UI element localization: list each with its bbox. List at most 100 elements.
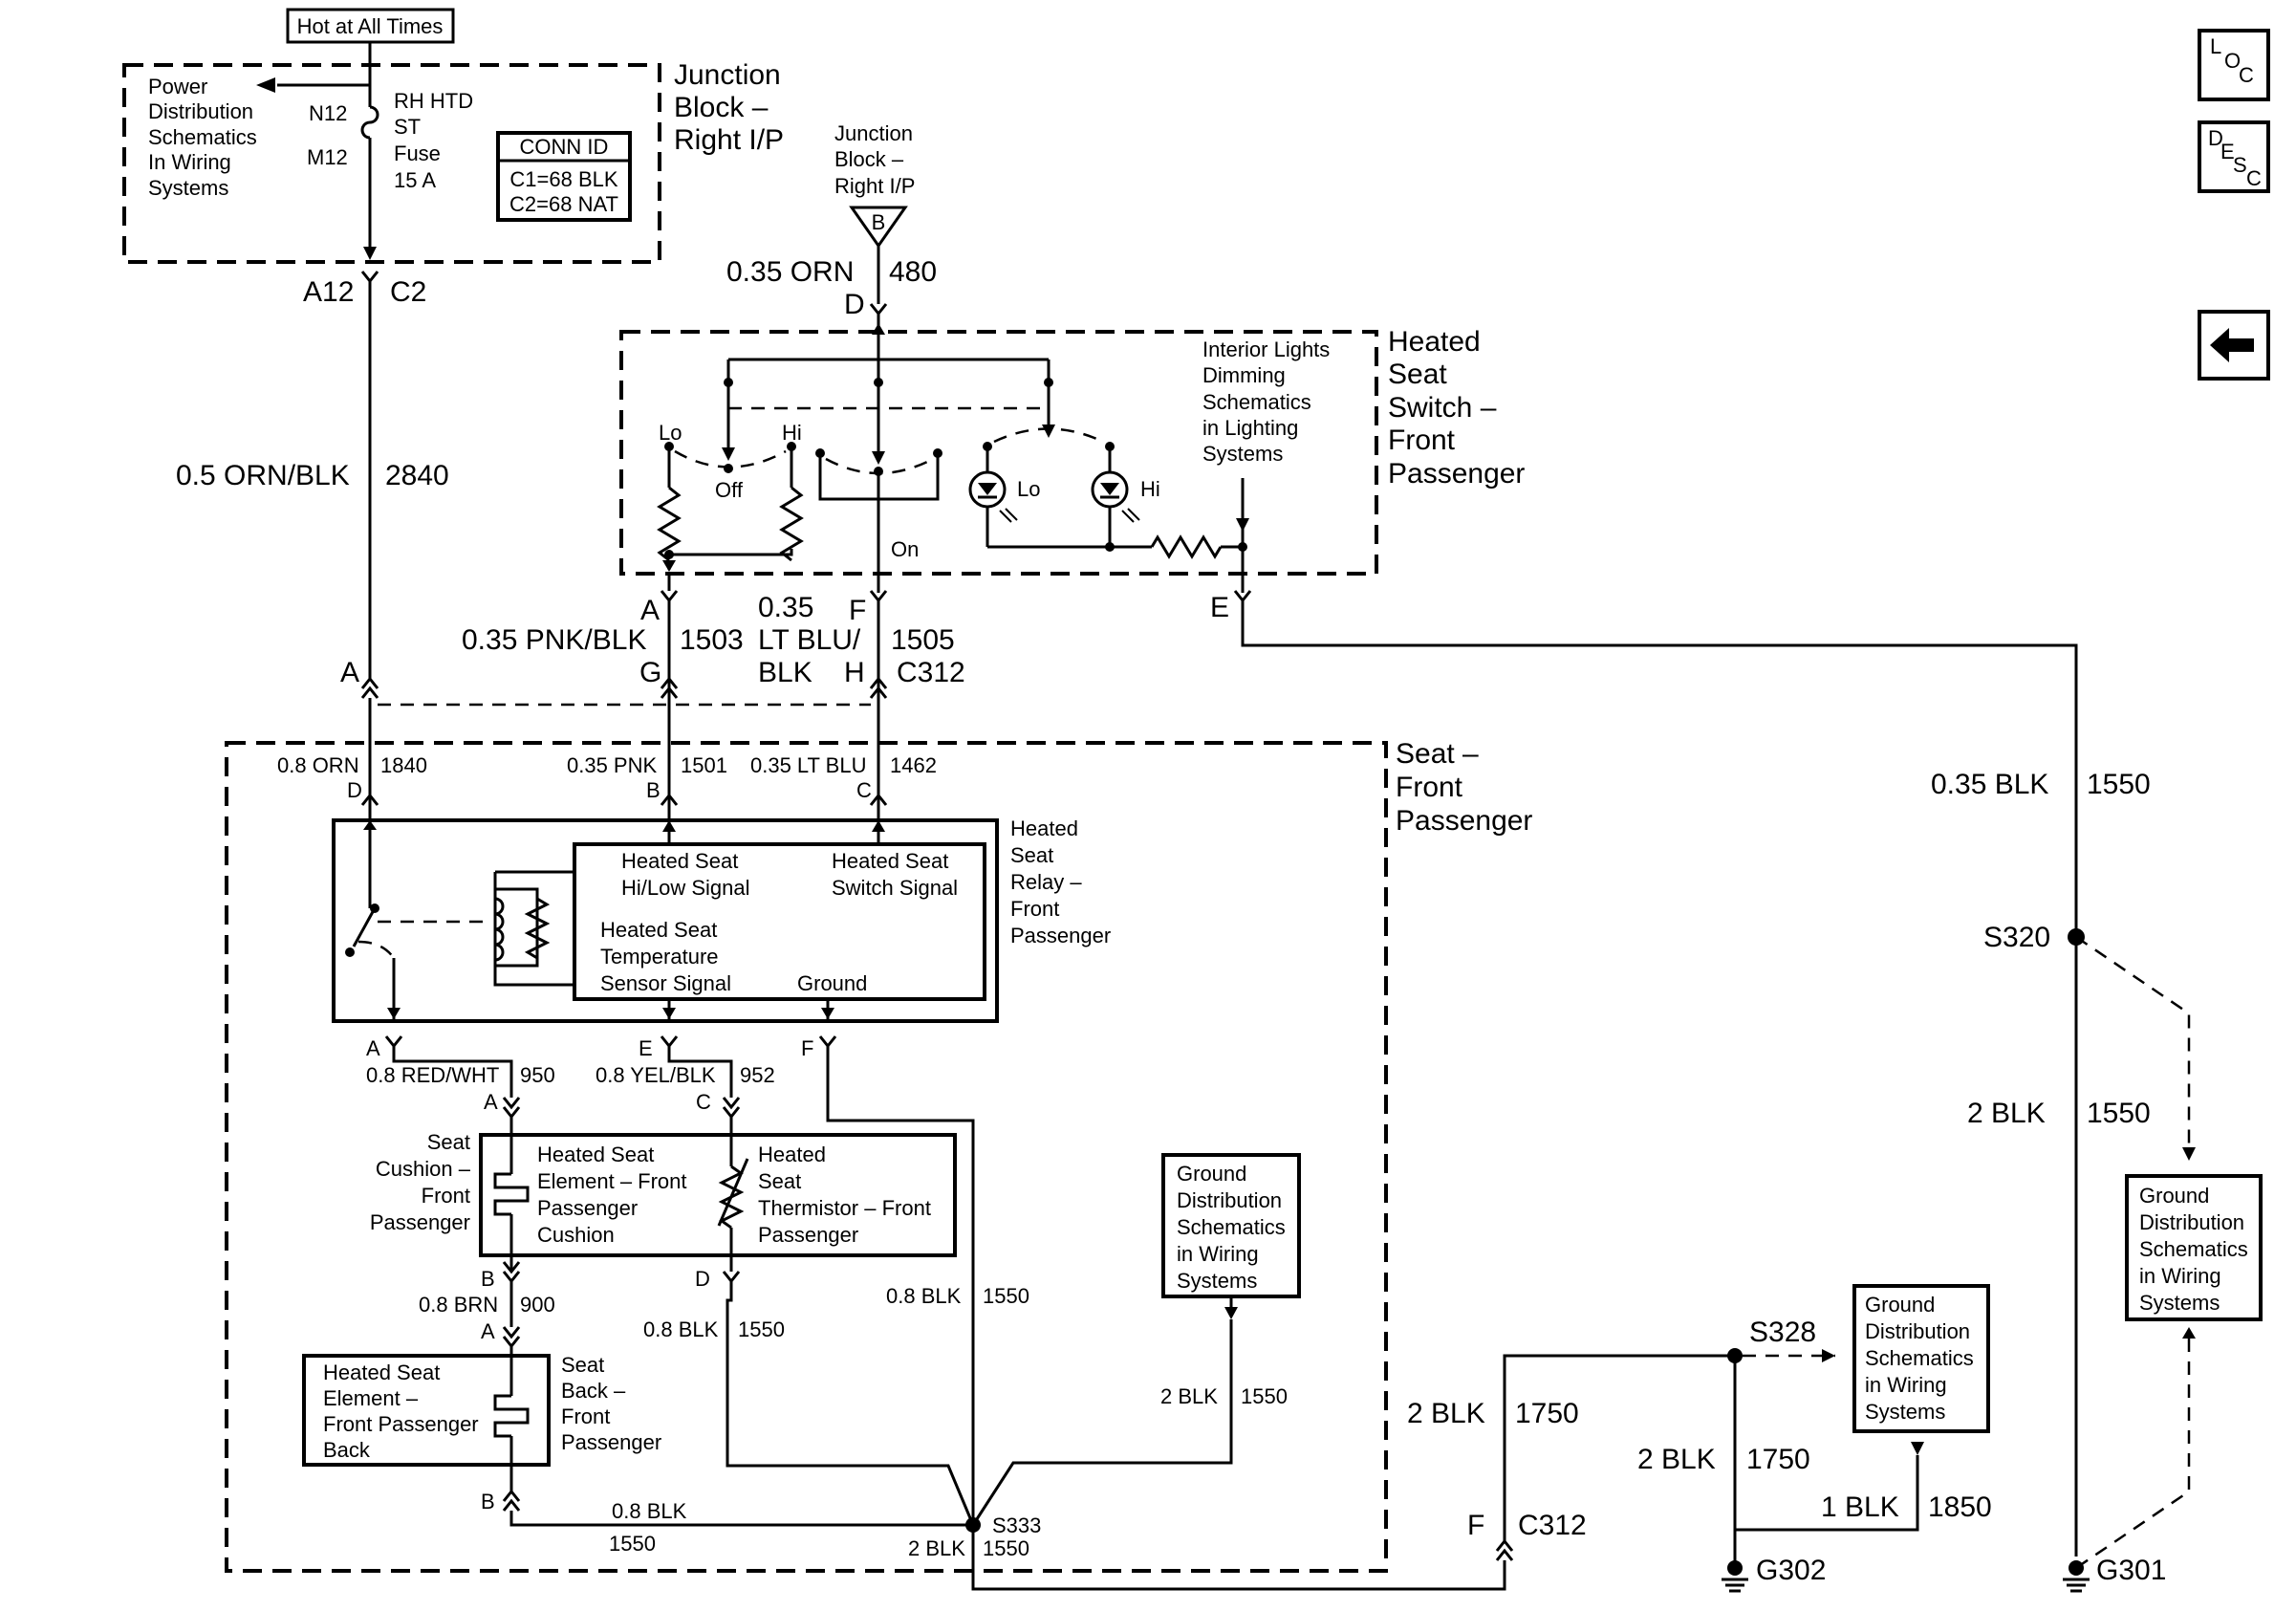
wire-1505-size-2: LT BLU/ (758, 624, 861, 656)
seat-connector-top (360, 793, 888, 806)
c312-pin-a-label: A (340, 657, 359, 688)
heated-seat-switch-box (619, 330, 1378, 576)
c312-bottom-label: C312 (1518, 1510, 1587, 1541)
svg-text:Passenger: Passenger (758, 1223, 858, 1247)
splice-s333-label: S333 (992, 1513, 1041, 1537)
junction-block-ref: Junction Block – Right I/P (834, 121, 915, 198)
m12-label: M12 (307, 145, 348, 169)
svg-text:Fuse: Fuse (394, 142, 441, 165)
cushion-element-icon (493, 1117, 530, 1272)
cushion-element-label: Heated Seat Element – Front Passenger Cu… (537, 1143, 687, 1247)
wire-1840-size: 0.8 ORN (277, 753, 359, 777)
svg-text:Cushion –: Cushion – (376, 1157, 471, 1181)
wire-1505-size-1: 0.35 (758, 592, 813, 623)
svg-text:RH HTD: RH HTD (394, 89, 473, 113)
cushion-pin-b-label: B (481, 1267, 495, 1291)
svg-text:Seat: Seat (1010, 843, 1053, 867)
wire-1750-number: 1750 (1515, 1398, 1579, 1429)
loc-button[interactable]: L O C (2198, 29, 2270, 101)
relay-module-box (573, 842, 986, 1001)
svg-text:Heated: Heated (1388, 326, 1481, 358)
svg-text:Temperature: Temperature (600, 945, 719, 969)
resistor-lo-icon (657, 486, 682, 562)
relay-pin-e-label: E (639, 1036, 653, 1060)
wire-1550-ground-number: 1550 (1241, 1384, 1288, 1408)
svg-text:Ground: Ground (1865, 1293, 1935, 1317)
svg-text:15 A: 15 A (394, 168, 436, 192)
relay-resistor-icon (524, 897, 551, 960)
c312-pin-f-label: F (1467, 1510, 1484, 1541)
svg-text:Heated Seat: Heated Seat (832, 849, 948, 873)
svg-text:Passenger: Passenger (1010, 924, 1111, 947)
hot-label: Hot at All Times (297, 14, 444, 38)
s320-ground-ref: Ground Distribution Schematics in Wiring… (2139, 1184, 2248, 1315)
wire-1550-s333-size: 2 BLK (908, 1536, 965, 1560)
svg-text:Back –: Back – (561, 1379, 626, 1403)
wire-1840-number: 1840 (380, 753, 427, 777)
splice-s320-label: S320 (1983, 922, 2050, 953)
relay-coil-switch (345, 820, 574, 1013)
pin-d-label: D (844, 289, 865, 320)
svg-text:Sensor Signal: Sensor Signal (600, 971, 731, 995)
svg-text:Switch Signal: Switch Signal (832, 876, 958, 900)
svg-text:Seat: Seat (758, 1169, 801, 1193)
back-pin-b-label: B (481, 1490, 495, 1513)
ground-g302-icon (1722, 1560, 1748, 1593)
svg-text:Junction: Junction (674, 59, 781, 91)
relay-labels: Heated Seat Hi/Low Signal Heated Seat Sw… (600, 849, 958, 995)
desc-letter-c: C (2246, 166, 2262, 190)
power-distribution-ref[interactable]: Power Distribution Schematics In Wiring … (148, 75, 257, 200)
relay-pin-f-label: F (801, 1036, 813, 1060)
junction-pin-b: B (872, 210, 886, 234)
n12-label: N12 (309, 101, 347, 125)
svg-text:In Wiring: In Wiring (148, 150, 231, 174)
desc-button[interactable]: D E S C (2198, 120, 2270, 193)
wire-1750-size: 2 BLK (1407, 1398, 1485, 1429)
svg-text:in Wiring: in Wiring (2139, 1264, 2221, 1288)
conn-id-table: CONN ID C1=68 BLK C2=68 NAT (496, 131, 632, 222)
wire-1750b-size: 2 BLK (1637, 1444, 1716, 1475)
junction-pin-b-triangle (849, 206, 908, 249)
svg-text:Back: Back (323, 1438, 371, 1462)
wire-1550-thermistor-number: 1550 (738, 1317, 785, 1341)
seat-front-passenger-title: Seat – Front Passenger (1396, 738, 1532, 837)
switch-lo-label: Lo (659, 421, 682, 445)
svg-text:Distribution: Distribution (1865, 1319, 1970, 1343)
back-arrow-button[interactable] (2198, 310, 2270, 381)
svg-text:Seat –: Seat – (1396, 738, 1479, 770)
svg-text:Right I/P: Right I/P (674, 124, 784, 156)
svg-text:Heated: Heated (758, 1143, 826, 1166)
svg-text:Heated Seat: Heated Seat (323, 1361, 440, 1384)
svg-text:Distribution: Distribution (2139, 1210, 2244, 1234)
svg-text:Switch –: Switch – (1388, 392, 1497, 424)
seat-ground-ref: Ground Distribution Schematics in Wiring… (1177, 1162, 1286, 1293)
wire-1505-number: 1505 (891, 624, 955, 656)
dimmer-resistor-icon (1150, 534, 1223, 559)
wire-952-number: 952 (740, 1063, 775, 1087)
wire-1503-number: 1503 (680, 624, 744, 656)
svg-text:Seat: Seat (1388, 359, 1447, 390)
svg-text:Systems: Systems (1202, 442, 1283, 466)
wire-2840-number: 2840 (385, 460, 449, 491)
interior-lights-dimming-ref[interactable]: Interior Lights Dimming Schematics in Li… (1202, 337, 1330, 466)
seat-ground-ref-box[interactable] (1161, 1153, 1301, 1298)
wire-1501-number: 1501 (681, 753, 727, 777)
wire-1550-ground-size: 2 BLK (1160, 1384, 1218, 1408)
pin-a12-label: A12 (303, 276, 354, 308)
s320-ground-ref-box[interactable] (2125, 1174, 2263, 1321)
loc-letter-c: C (2239, 63, 2254, 87)
svg-text:Schematics: Schematics (1202, 390, 1311, 414)
seat-pin-c-label: C (856, 778, 872, 802)
svg-text:Heated Seat: Heated Seat (600, 918, 717, 942)
wire-1850-size: 1 BLK (1821, 1491, 1899, 1523)
thermistor-label: Heated Seat Thermistor – Front Passenger (758, 1143, 931, 1247)
svg-text:Distribution: Distribution (1177, 1188, 1282, 1212)
wire-480-number: 480 (889, 256, 937, 288)
ground-g301-label: G301 (2096, 1555, 2166, 1586)
wire-1550-s333-number: 1550 (983, 1536, 1029, 1560)
thermistor-icon (717, 1117, 749, 1272)
s328-ground-ref-box[interactable] (1852, 1284, 1990, 1433)
relay-pin-a-label: A (366, 1036, 380, 1060)
wire-1550-relay-size: 0.8 BLK (886, 1284, 962, 1308)
